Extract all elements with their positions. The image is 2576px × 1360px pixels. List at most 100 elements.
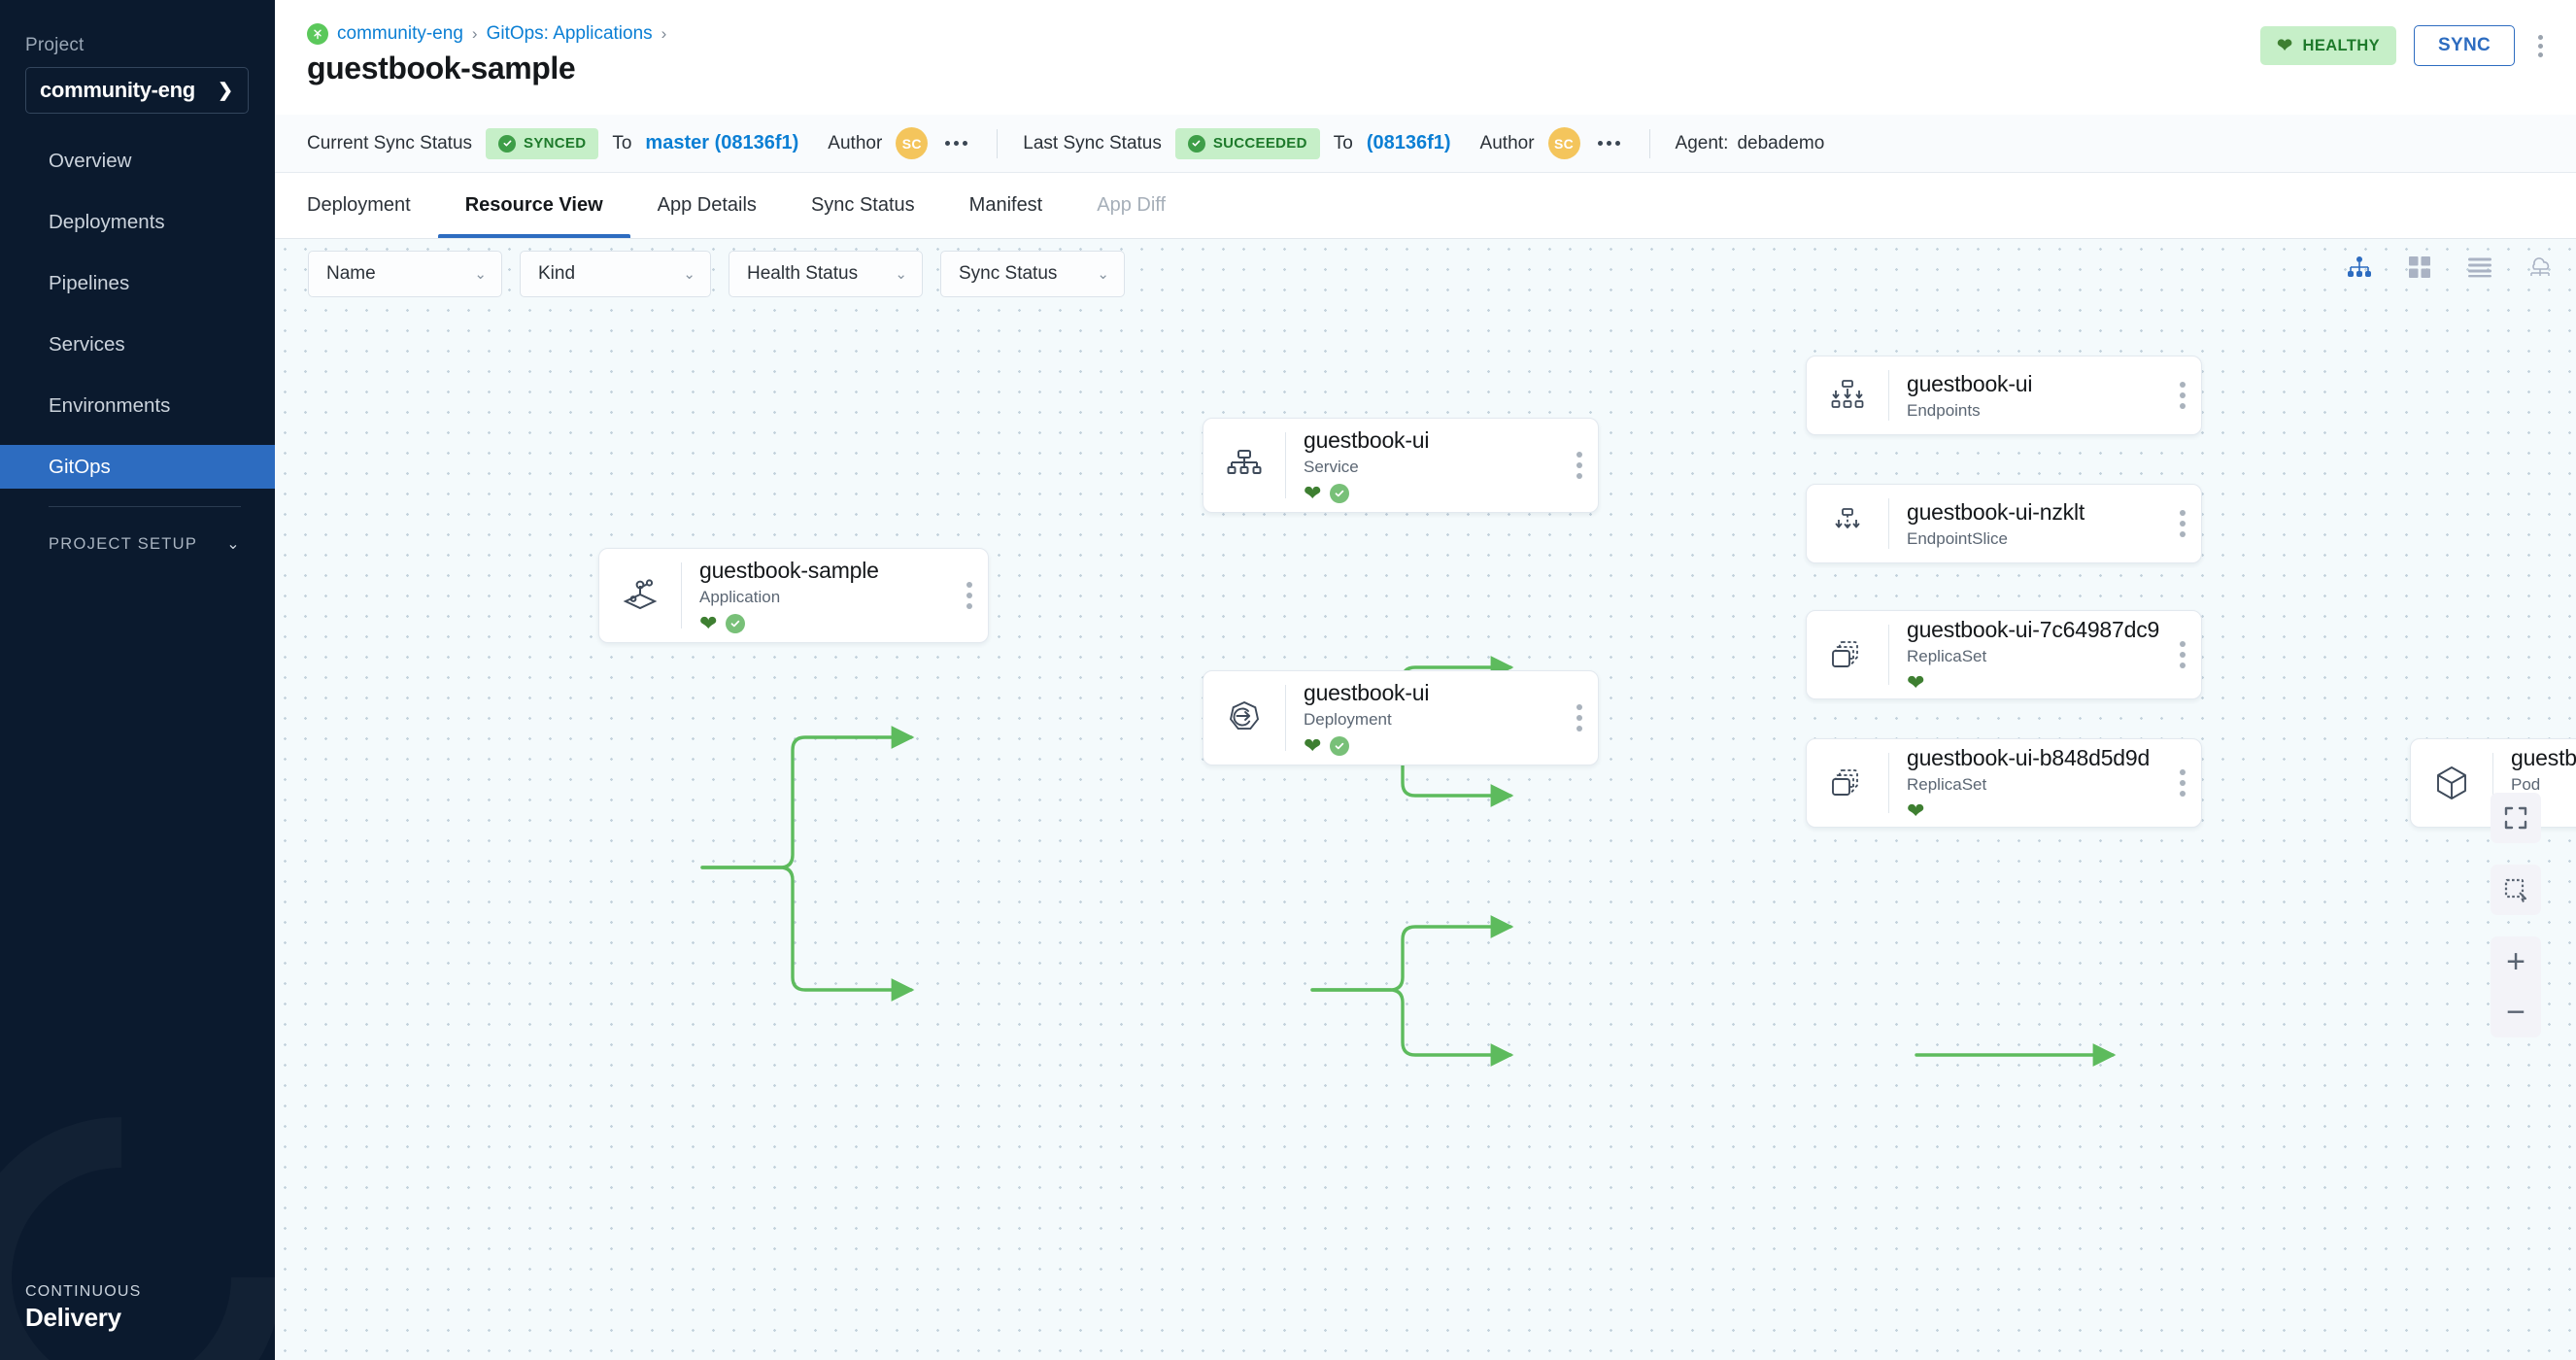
- sidebar-item-services[interactable]: Services: [0, 323, 275, 366]
- node-menu-icon[interactable]: [1576, 452, 1598, 479]
- chevron-down-icon: ⌄: [683, 266, 695, 283]
- current-sync-status-text: SYNCED: [524, 135, 587, 152]
- grid-view-icon[interactable]: [2405, 253, 2434, 282]
- agent-value: debademo: [1737, 132, 1825, 153]
- project-setup-toggle[interactable]: PROJECT SETUP ⌄: [49, 534, 241, 554]
- sidebar-item-label: Deployments: [49, 210, 165, 233]
- breadcrumb-link-project[interactable]: community-eng: [337, 23, 463, 44]
- zoom-out-glyph: −: [2506, 994, 2525, 1031]
- resource-node-deployment[interactable]: guestbook-ui Deployment ❤: [1203, 670, 1599, 765]
- last-revision-link[interactable]: (08136f1): [1366, 132, 1451, 153]
- current-more-icon[interactable]: [941, 135, 971, 152]
- current-author-label: Author: [828, 132, 883, 153]
- replicaset-icon: [1807, 636, 1888, 673]
- canvas-controls: + −: [2491, 793, 2541, 1037]
- chevron-down-icon: ⌄: [474, 266, 487, 283]
- project-setup-label: PROJECT SETUP: [49, 534, 198, 553]
- chevron-right-icon: ❯: [218, 80, 233, 101]
- last-author-label: Author: [1479, 132, 1535, 153]
- current-sync-status-chip: SYNCED: [486, 127, 599, 159]
- zoom-in-glyph: +: [2506, 943, 2525, 980]
- sidebar-item-deployments[interactable]: Deployments: [0, 200, 275, 244]
- health-heart-icon: ❤: [1907, 798, 1925, 823]
- node-name: guestbook-sample: [699, 557, 879, 583]
- sidebar: Project community-eng ❯ Overview Deploym…: [0, 0, 275, 1360]
- selection-box-icon[interactable]: [2491, 865, 2541, 915]
- sidebar-item-gitops[interactable]: GitOps: [0, 445, 275, 489]
- sync-button[interactable]: SYNC: [2414, 25, 2515, 66]
- tree-view-icon[interactable]: [2345, 253, 2374, 282]
- resource-node-replicaset-1[interactable]: guestbook-ui-7c64987dc9 ReplicaSet ❤: [1806, 610, 2202, 699]
- synced-check-icon: [1330, 735, 1350, 756]
- divider: [1285, 432, 1286, 498]
- project-label: Project: [25, 35, 85, 55]
- node-menu-icon[interactable]: [966, 582, 988, 609]
- resource-graph-canvas[interactable]: Name ⌄ Kind ⌄ Health Status ⌄ Sync Statu…: [275, 239, 2576, 1360]
- tab-manifest[interactable]: Manifest: [968, 194, 1043, 216]
- sidebar-item-environments[interactable]: Environments: [0, 384, 275, 427]
- main-content: community-eng › GitOps: Applications › g…: [275, 0, 2576, 1360]
- node-kind: Pod: [2511, 774, 2541, 794]
- node-name: guestbook-ui-7c64987dc9: [1907, 616, 2160, 642]
- breadcrumb-link-applications[interactable]: GitOps: Applications: [486, 23, 653, 44]
- filter-kind[interactable]: Kind ⌄: [520, 251, 711, 297]
- graph-edges: [700, 656, 2117, 1067]
- sidebar-item-overview[interactable]: Overview: [0, 139, 275, 183]
- current-sync-status-group: Current Sync Status SYNCED To master (08…: [307, 127, 971, 159]
- node-body: guestbook-ui-b848d5d9d ReplicaSet ❤: [1889, 745, 2180, 822]
- network-view-icon[interactable]: [2525, 253, 2555, 282]
- current-revision-link[interactable]: master (08136f1): [645, 132, 799, 153]
- node-kind: EndpointSlice: [1907, 528, 2008, 548]
- brand-logo-bottom: Delivery: [25, 1303, 121, 1332]
- view-mode-switcher: [2345, 253, 2555, 282]
- node-kind: Endpoints: [1907, 400, 1981, 420]
- filter-health-label: Health Status: [747, 263, 859, 284]
- current-sync-status-label: Current Sync Status: [307, 132, 473, 153]
- last-more-icon[interactable]: [1594, 135, 1624, 152]
- node-menu-icon[interactable]: [2180, 769, 2201, 797]
- project-selector[interactable]: community-eng ❯: [25, 67, 249, 114]
- filter-sync-status[interactable]: Sync Status ⌄: [940, 251, 1125, 297]
- tab-sync-status[interactable]: Sync Status: [810, 194, 915, 216]
- application-icon: [599, 576, 681, 615]
- resource-node-endpoints[interactable]: guestbook-ui Endpoints: [1806, 356, 2202, 435]
- tab-resource-view[interactable]: Resource View: [437, 173, 630, 238]
- zoom-buttons: + −: [2491, 936, 2541, 1037]
- resource-node-endpointslice[interactable]: guestbook-ui-nzklt EndpointSlice: [1806, 484, 2202, 563]
- node-menu-icon[interactable]: [2180, 382, 2201, 409]
- kebab-vertical-icon[interactable]: [2532, 31, 2549, 61]
- filter-health-status[interactable]: Health Status ⌄: [729, 251, 923, 297]
- health-heart-icon: ❤: [1304, 732, 1322, 758]
- page-header: community-eng › GitOps: Applications › g…: [275, 0, 2576, 115]
- resource-node-application[interactable]: guestbook-sample Application ❤: [598, 548, 989, 643]
- filter-name[interactable]: Name ⌄: [308, 251, 502, 297]
- divider: [997, 128, 999, 158]
- tab-app-details[interactable]: App Details: [657, 194, 757, 216]
- node-menu-icon[interactable]: [2180, 641, 2201, 668]
- project-name: community-eng: [40, 78, 195, 102]
- node-menu-icon[interactable]: [2180, 510, 2201, 537]
- list-view-icon[interactable]: [2465, 253, 2494, 282]
- zoom-in-icon[interactable]: +: [2491, 936, 2541, 987]
- divider: [1648, 128, 1650, 158]
- zoom-out-icon[interactable]: −: [2491, 987, 2541, 1037]
- last-sync-status-chip: SUCCEEDED: [1174, 127, 1320, 159]
- resource-node-pod[interactable]: guestbook-ui-b848d5d9… Pod ❤: [2410, 738, 2576, 828]
- tab-deployment[interactable]: Deployment: [307, 194, 411, 216]
- endpointslice-icon: [1807, 506, 1888, 541]
- resource-node-service[interactable]: guestbook-ui Service ❤: [1203, 418, 1599, 513]
- last-sync-status-text: SUCCEEDED: [1212, 135, 1307, 152]
- endpoints-icon: [1807, 378, 1888, 413]
- resource-node-replicaset-2[interactable]: guestbook-ui-b848d5d9d ReplicaSet ❤: [1806, 738, 2202, 828]
- deployment-icon: [1203, 698, 1285, 737]
- check-circle-icon: [1187, 134, 1205, 153]
- sidebar-item-label: Services: [49, 332, 125, 356]
- breadcrumb-separator: ›: [661, 24, 667, 43]
- node-kind: Application: [699, 587, 781, 606]
- divider: [1285, 685, 1286, 751]
- node-menu-icon[interactable]: [1576, 704, 1598, 731]
- node-body: guestbook-sample Application ❤: [682, 558, 966, 634]
- fit-to-screen-icon[interactable]: [2491, 793, 2541, 843]
- sidebar-item-pipelines[interactable]: Pipelines: [0, 261, 275, 305]
